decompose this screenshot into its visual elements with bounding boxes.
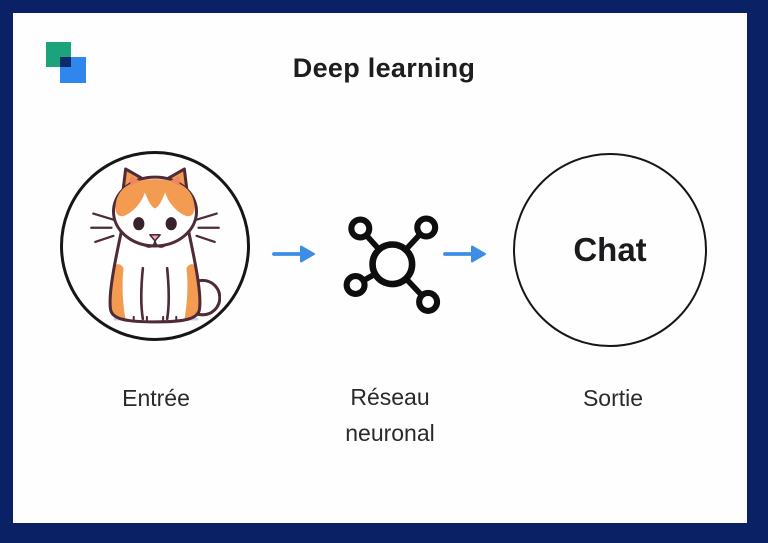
page-title: Deep learning [292,53,476,83]
right-arrow-icon [443,245,486,263]
output-text: Chat [573,231,647,268]
input-circle [60,151,250,341]
neural-network-icon [343,215,441,314]
label-output: Sortie [582,385,644,411]
cat-icon [90,167,221,324]
overlapping-squares-logo [46,42,88,84]
label-input: Entrée [122,385,190,411]
output-circle: Chat [513,153,707,347]
right-arrow-icon [272,245,315,263]
label-process: Réseau neuronal [345,384,435,446]
logo-overlap-square [60,57,71,67]
